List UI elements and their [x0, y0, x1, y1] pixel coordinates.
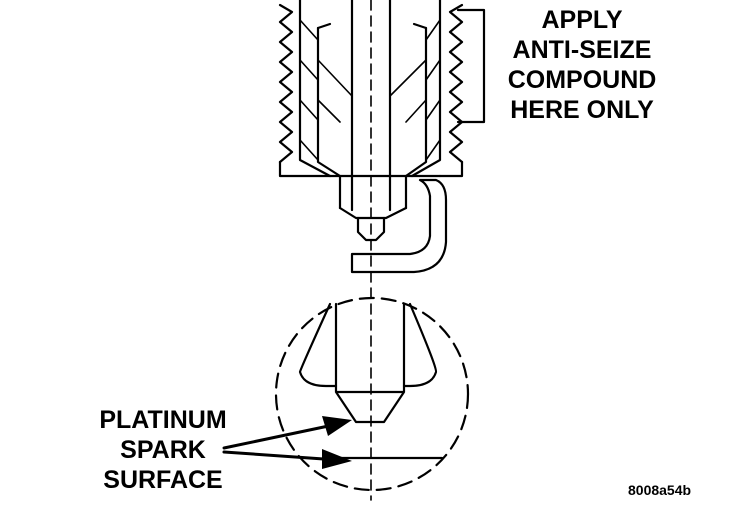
shell-outer-right [438, 160, 464, 178]
callout-line-4: HERE ONLY [510, 96, 654, 124]
arrowhead-lower [322, 449, 352, 469]
platinum-line-3: SURFACE [103, 466, 223, 494]
arrow-lower [222, 450, 340, 462]
ground-electrode [350, 178, 448, 274]
callout-line-2: ANTI-SEIZE [512, 36, 652, 64]
detail-insulator-right [402, 302, 438, 388]
arrow-upper [222, 422, 340, 450]
figure-code: 8008a54b [628, 482, 692, 498]
shell-hatching [299, 19, 441, 161]
platinum-line-1: PLATINUM [99, 406, 227, 434]
left-thread [278, 3, 294, 164]
platinum-line-2: SPARK [120, 436, 206, 464]
insulator-right [404, 26, 428, 210]
detail-electrode [334, 302, 406, 424]
shell-inner-left [298, 0, 332, 178]
insulator-top-left [316, 22, 332, 30]
callout-line-3: COMPOUND [507, 66, 657, 94]
detail-circle [274, 296, 470, 492]
callout-line-1: APPLY [541, 6, 623, 34]
insulator-left [316, 26, 342, 210]
shell-inner-right [410, 0, 442, 178]
arrowhead-upper [322, 416, 352, 436]
anti-seize-callout: APPLY ANTI-SEIZE COMPOUND HERE ONLY [482, 8, 682, 128]
center-core [350, 0, 392, 212]
callout-bracket [456, 8, 486, 124]
right-thread [448, 3, 464, 164]
core-lower [338, 206, 408, 220]
platinum-callout: PLATINUM SPARK SURFACE [72, 408, 254, 498]
insulator-top-right [412, 22, 428, 30]
shell-outer-left [278, 160, 442, 178]
detail-insulator-left [298, 302, 338, 388]
